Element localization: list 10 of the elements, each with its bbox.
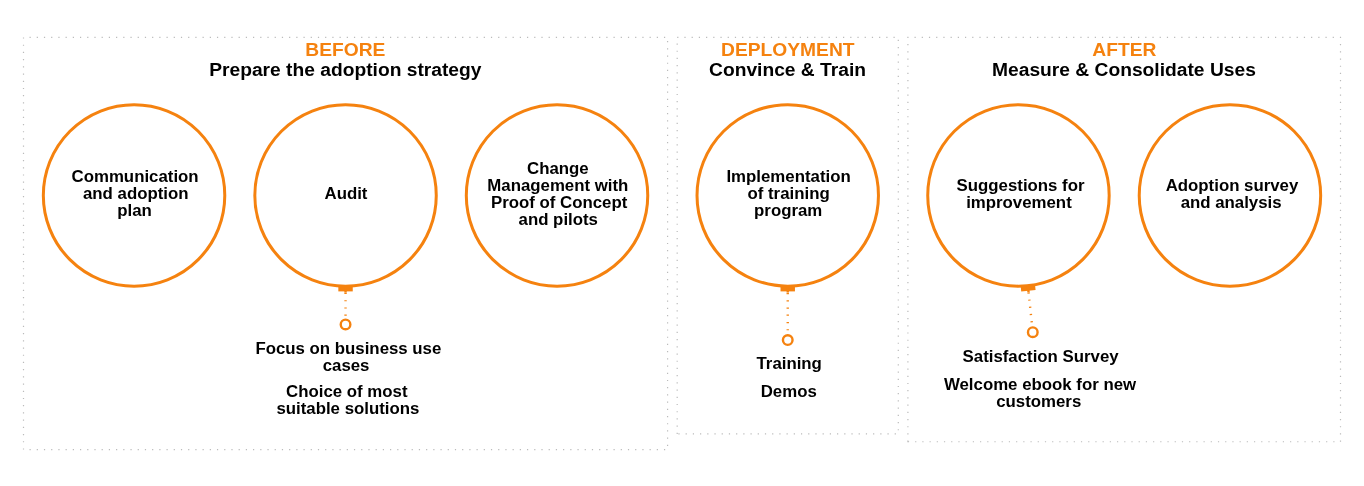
- node-text: Training Demos: [756, 353, 822, 401]
- node-text: Satisfaction Survey Welcome ebook for new customers: [943, 346, 1137, 411]
- node-circle: Change Management with Proof of Concept and pilots: [464, 102, 650, 288]
- connector: [1020, 284, 1039, 338]
- node-circle: Communication and adoption plan: [41, 102, 227, 288]
- node-circle: Implementation of training program: [695, 102, 880, 288]
- node-circle: Adoption survey and analysis: [1137, 102, 1323, 288]
- node-circle: Audit: [253, 102, 438, 288]
- node-circle: Suggestions for improvement: [926, 102, 1111, 288]
- node-text: Focus on business use cases Choice of most suitable solutions: [255, 338, 442, 418]
